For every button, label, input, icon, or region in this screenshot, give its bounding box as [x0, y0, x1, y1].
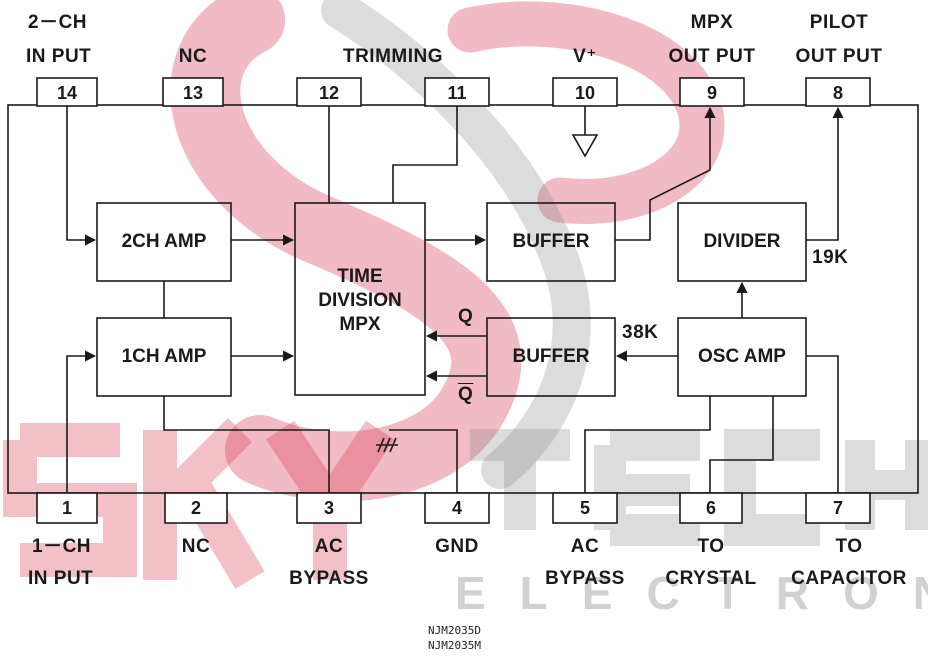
pin-2-number: 2	[190, 498, 201, 518]
block-1ch-amp-label: 1CH AMP	[121, 346, 207, 367]
part-number-m: NJM2035M	[428, 639, 481, 652]
pin-4-label: GND	[435, 536, 479, 557]
pin-14-number: 14	[56, 83, 78, 103]
pin-5-label-line2: BYPASS	[545, 568, 625, 589]
block-buffer-bottom	[486, 317, 616, 397]
pin-5-label-line1: AC	[570, 536, 600, 557]
pin-9-number: 9	[706, 83, 717, 103]
pin-6-label-line2: CRYSTAL	[665, 568, 757, 589]
block-buffer-top	[486, 202, 616, 282]
pin-13-number: 13	[182, 83, 204, 103]
pin-5-number: 5	[579, 498, 590, 518]
block-buffer-bottom-label: BUFFER	[512, 346, 590, 367]
signal-q-bar-label: Q	[458, 384, 474, 405]
pin-14-label-line1: 2－CH	[28, 12, 88, 33]
pin-8-number: 8	[832, 83, 843, 103]
pin-box-14	[36, 77, 98, 107]
block-mpx-label-line1: TIME	[337, 266, 383, 287]
pin-box-5	[552, 492, 618, 524]
pin-box-7	[805, 492, 871, 524]
pin-12-number: 12	[318, 83, 340, 103]
pin-4-number: 4	[451, 498, 462, 518]
pin-3-label-line2: BYPASS	[289, 568, 369, 589]
pin-box-1	[36, 492, 98, 524]
pin-box-4	[424, 492, 490, 524]
pin-2-label: NC	[181, 536, 211, 557]
pin-6-label-line1: TO	[697, 536, 725, 557]
pin-7-label-line1: TO	[835, 536, 863, 557]
pin-6-number: 6	[705, 498, 716, 518]
pin-10-label: V⁺	[573, 46, 597, 67]
pin-box-12	[296, 77, 362, 107]
block-divider-label: DIVIDER	[703, 231, 781, 252]
block-divider	[677, 202, 807, 282]
pin-box-9	[679, 77, 745, 107]
pin-box-2	[164, 492, 228, 524]
pin-13-label: NC	[178, 46, 208, 67]
pin-1-label-line2: IN PUT	[28, 568, 94, 589]
signal-19k-label: 19K	[812, 247, 849, 268]
chip-outline	[7, 104, 919, 494]
block-mpx-label-line3: MPX	[339, 314, 381, 335]
pin-box-3	[296, 492, 362, 524]
pin-box-13	[162, 77, 224, 107]
block-osc-amp-label: OSC AMP	[698, 346, 786, 367]
pin-14-label-line2: IN PUT	[26, 46, 92, 67]
signal-q-label: Q	[458, 306, 474, 327]
pin-7-number: 7	[832, 498, 843, 518]
block-time-division-mpx	[294, 202, 426, 396]
part-number-d: NJM2035D	[428, 624, 481, 637]
pin-7-label-line2: CAPACITOR	[791, 568, 907, 589]
pin-8-label-line2: OUT PUT	[795, 46, 883, 67]
trimming-label: TRIMMING	[342, 46, 444, 67]
watermark-electronic-text: ELECTRONIC	[455, 567, 928, 619]
block-mpx-label-line2: DIVISION	[318, 290, 402, 311]
pin-1-number: 1	[61, 498, 72, 518]
pin-box-6	[679, 492, 743, 524]
pin-9-label-line2: OUT PUT	[668, 46, 756, 67]
pin-box-10	[552, 77, 618, 107]
pin-10-number: 10	[574, 83, 596, 103]
block-2ch-amp-label: 2CH AMP	[121, 231, 207, 252]
pin-8-label-line1: PILOT	[809, 12, 869, 33]
block-buffer-top-label: BUFFER	[512, 231, 590, 252]
pin-11-number: 11	[447, 83, 467, 103]
pin-1-label-line1: 1－CH	[32, 536, 92, 557]
signal-38k-label: 38K	[622, 322, 659, 343]
pin-box-8	[805, 77, 871, 107]
pin-3-number: 3	[323, 498, 334, 518]
pin-9-label-line1: MPX	[690, 12, 734, 33]
pin-3-label-line1: AC	[314, 536, 344, 557]
